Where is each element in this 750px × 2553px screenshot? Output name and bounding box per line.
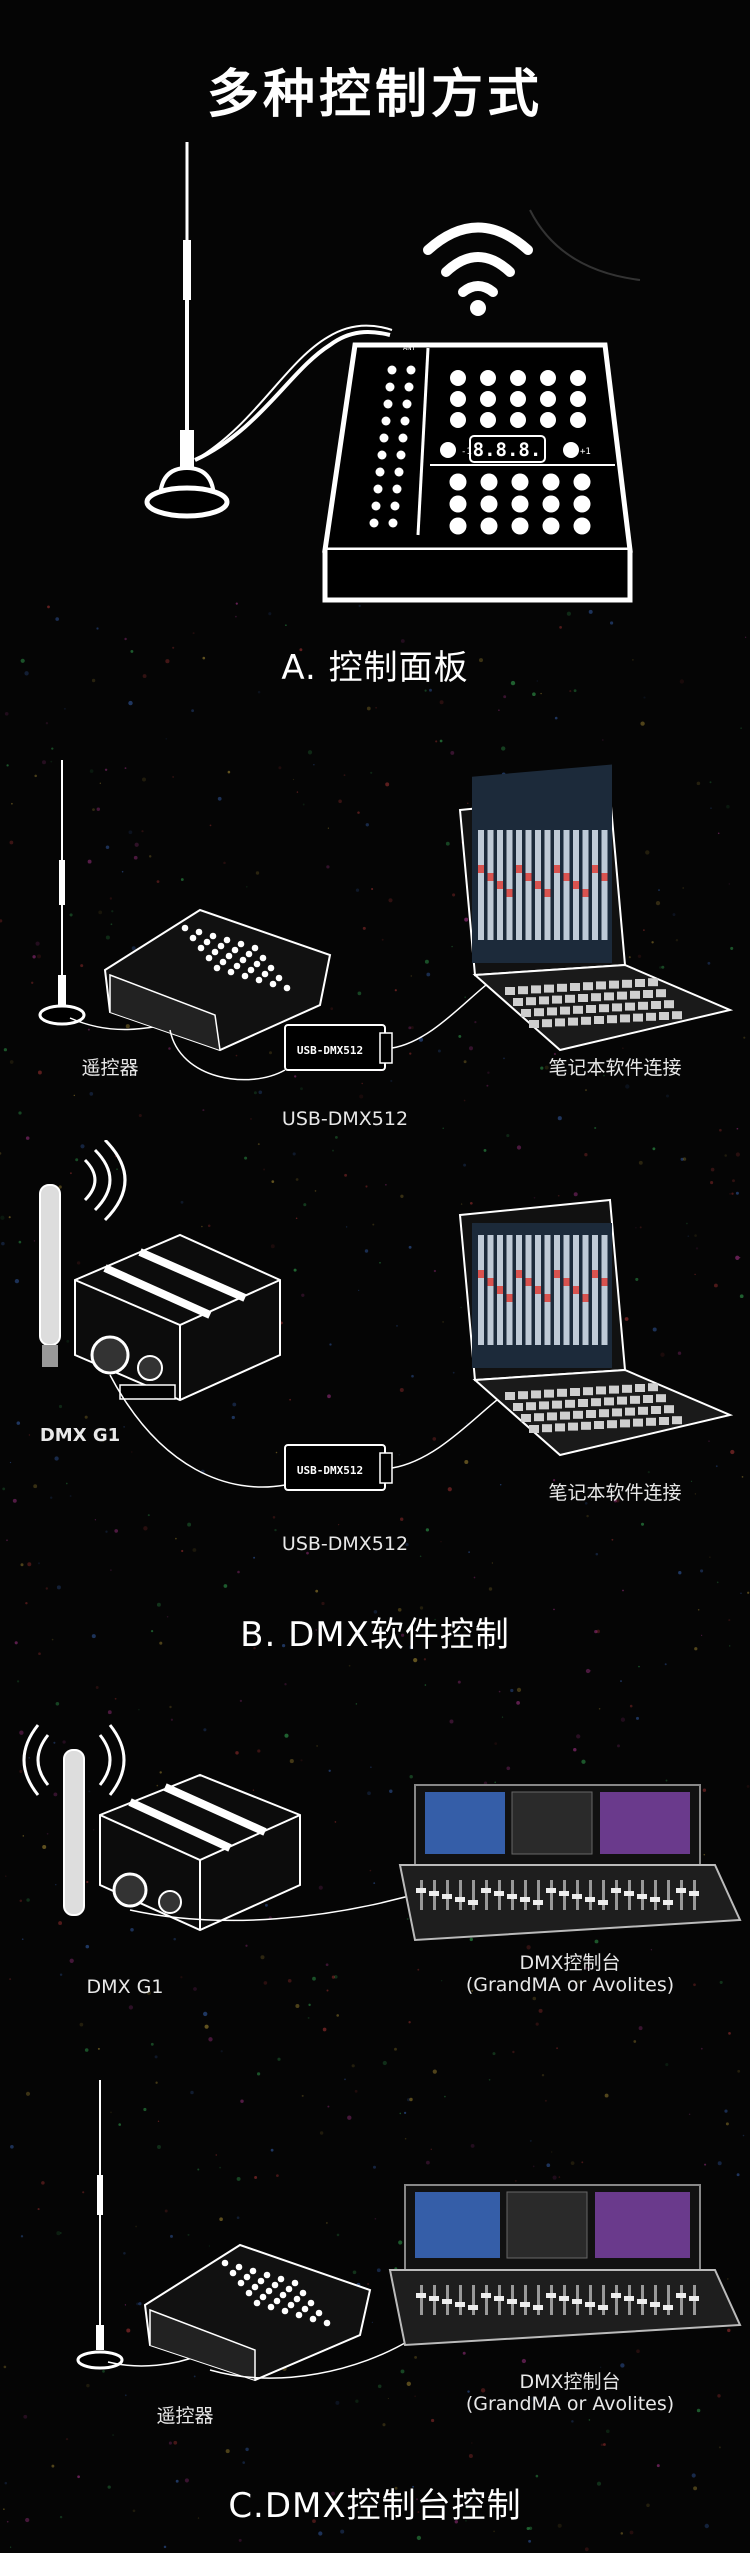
lighting-console-icon (398, 1784, 742, 1942)
ant-label: ANT (403, 344, 416, 352)
console-sub-label: (GrandMA or Avolites) (465, 1974, 675, 1996)
remote-receiver-device (103, 908, 332, 1052)
control-panel-illustration: 8.8.8. -1 +1 ANT (144, 142, 641, 603)
adapter-label: USB-DMX512 (281, 1533, 409, 1555)
usb-dmx512-badge: USB-DMX512 (297, 1464, 363, 1477)
plus-button-label: +1 (580, 447, 591, 457)
usb-dmx512-adapter: USB-DMX512 (284, 1024, 393, 1071)
section-a-heading: A. 控制面板 (281, 648, 469, 688)
usb-dmx512-badge: USB-DMX512 (297, 1044, 363, 1057)
wireless-signal-icon (22, 1724, 126, 1796)
laptop-label: 笔记本软件连接 (548, 1482, 682, 1504)
panel-display: 8.8.8. (473, 439, 542, 461)
antenna-icon (39, 1184, 61, 1367)
usb-dmx512-adapter: USB-DMX512 (284, 1444, 393, 1491)
lighting-console-icon (388, 2184, 742, 2347)
antenna-icon (144, 142, 230, 519)
remote-label: 遥控器 (81, 1057, 139, 1079)
software-control-g1-illustration: USB-DMX512 (39, 1140, 734, 1491)
adapter-label: USB-DMX512 (281, 1108, 409, 1130)
console-sub-label: (GrandMA or Avolites) (465, 2393, 675, 2415)
console-label: DMX控制台 (519, 1952, 621, 1974)
software-control-remote-illustration: USB-DMX512 (38, 760, 734, 1081)
antenna-icon (63, 1749, 85, 1916)
dmx-g1-device (74, 1233, 281, 1402)
remote-receiver-device (143, 2243, 372, 2382)
section-c-heading: C.DMX控制台控制 (228, 2486, 522, 2526)
wireless-signal-icon (83, 1140, 127, 1222)
antenna-icon (76, 2080, 124, 2370)
console-control-remote-illustration (76, 2080, 742, 2382)
page-title: 多种控制方式 (206, 65, 543, 125)
laptop-label: 笔记本软件连接 (548, 1057, 682, 1079)
section-b-heading: B. DMX软件控制 (240, 1615, 510, 1655)
dmx-g1-label: DMX G1 (86, 1976, 164, 1998)
wifi-icon (423, 222, 533, 316)
laptop-icon (458, 1198, 734, 1457)
dmx-g1-label: DMX G1 (39, 1425, 121, 1446)
laptop-icon (458, 764, 734, 1052)
antenna-icon (38, 760, 86, 1026)
remote-label: 遥控器 (156, 2405, 214, 2427)
dmx-g1-device (99, 1773, 301, 1932)
control-panel-device: 8.8.8. -1 +1 ANT (322, 342, 633, 603)
minus-button-label: -1 (461, 447, 472, 457)
console-label: DMX控制台 (519, 2371, 621, 2393)
console-control-g1-illustration (22, 1724, 742, 1942)
